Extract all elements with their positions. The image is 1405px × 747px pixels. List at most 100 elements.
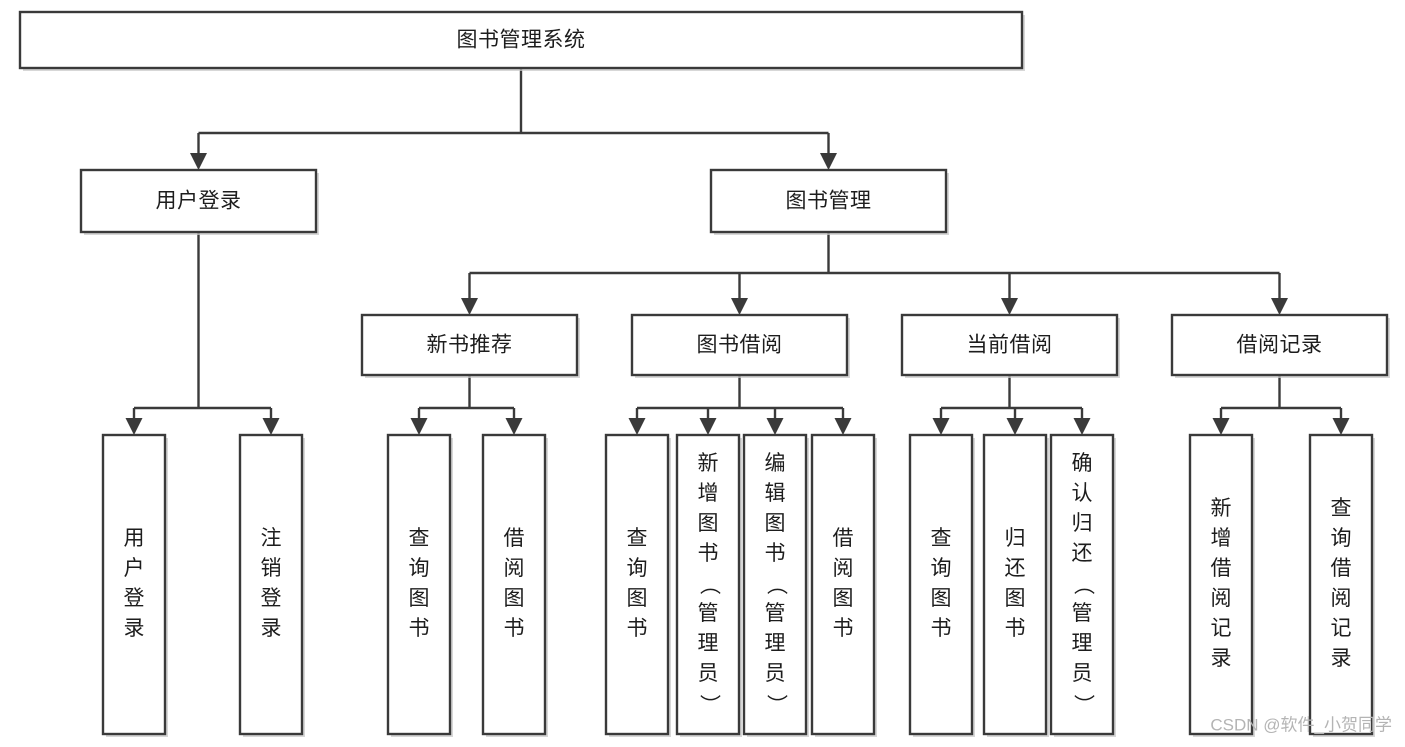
label-char: 书 [833,617,854,640]
label-char: 用 [124,527,145,550]
box-outline [1170,313,1389,377]
box-outline [630,313,849,377]
connector-current-to-leaves [932,375,1091,435]
label-char: 书 [698,542,719,565]
connector-root-to-level2 [190,68,837,170]
label-char: ） [1071,694,1094,715]
box-outline [742,433,808,736]
label-char: 新 [698,452,719,475]
label-char: 阅 [1331,587,1352,610]
label-char: 还 [1005,557,1026,580]
level3-node-new-book-recommend[interactable]: 新书推荐 [360,313,580,378]
connector-layer [125,68,1350,435]
label-char: 录 [124,617,145,640]
label-char: 询 [409,557,430,580]
label-char: 书 [1005,617,1026,640]
box-outline [238,433,304,736]
label-char: 销 [261,557,282,580]
level3-node-current-borrow[interactable]: 当前借阅 [900,313,1120,378]
label-char: 借 [1211,557,1232,580]
csdn-watermark: CSDN @软件_小贺同学 [1210,715,1392,734]
label-char: 员 [765,662,786,685]
label-char: 询 [627,557,648,580]
label-char: 询 [931,557,952,580]
box-outline [1049,433,1115,736]
label-char: （ [764,574,787,595]
root-node-root[interactable]: 图书管理系统 [18,10,1025,71]
level2-node-book-manage[interactable]: 图书管理 [709,168,949,235]
label-char: 书 [504,617,525,640]
label-char: 录 [261,617,282,640]
label-char: 书 [627,617,648,640]
box-outline [709,168,948,234]
node-label: 新书推荐 [427,334,513,357]
label-char: 增 [698,482,719,505]
label-char: 注 [261,527,282,550]
label-char: 编 [765,452,786,475]
label-char: 管 [1072,602,1093,625]
label-char: ） [697,694,720,715]
box-outline [360,313,579,377]
leaf-node-leaf-user-login[interactable]: 用户登录 [101,433,168,737]
label-char: 书 [765,542,786,565]
box-outline [79,168,318,234]
level3-node-borrow-record[interactable]: 借阅记录 [1170,313,1390,378]
level3-node-book-borrow[interactable]: 图书借阅 [630,313,850,378]
label-char: 辑 [765,482,786,505]
node-label: 图书管理 [786,190,872,213]
box-outline [604,433,670,736]
label-char: 确 [1072,452,1093,475]
watermark-layer: CSDN @软件_小贺同学 [1210,715,1392,734]
label-char: 理 [765,632,786,655]
label-char: 询 [1331,527,1352,550]
box-outline [908,433,974,736]
label-char: 查 [931,527,952,550]
label-char: 查 [409,527,430,550]
level2-node-user-login[interactable]: 用户登录 [79,168,319,235]
label-char: 登 [261,587,282,610]
connector-book-manage-to-level3 [461,232,1288,315]
label-char: （ [1071,574,1094,595]
label-char: 员 [698,662,719,685]
label-char: 记 [1211,617,1232,640]
label-char: 图 [1005,587,1026,610]
label-char: 图 [627,587,648,610]
label-char: 借 [833,527,854,550]
label-char: 管 [765,602,786,625]
label-char: 录 [1211,647,1232,670]
node-label: 图书管理系统 [457,29,586,52]
connector-borrow-to-leaves [628,375,852,435]
connector-user-login-to-leaves [125,232,280,435]
label-char: 理 [1072,632,1093,655]
label-char: 户 [124,557,145,580]
box-outline [900,313,1119,377]
label-char: 登 [124,587,145,610]
node-label: 借阅记录 [1237,334,1323,357]
label-char: 书 [931,617,952,640]
node-label: 当前借阅 [967,334,1053,357]
